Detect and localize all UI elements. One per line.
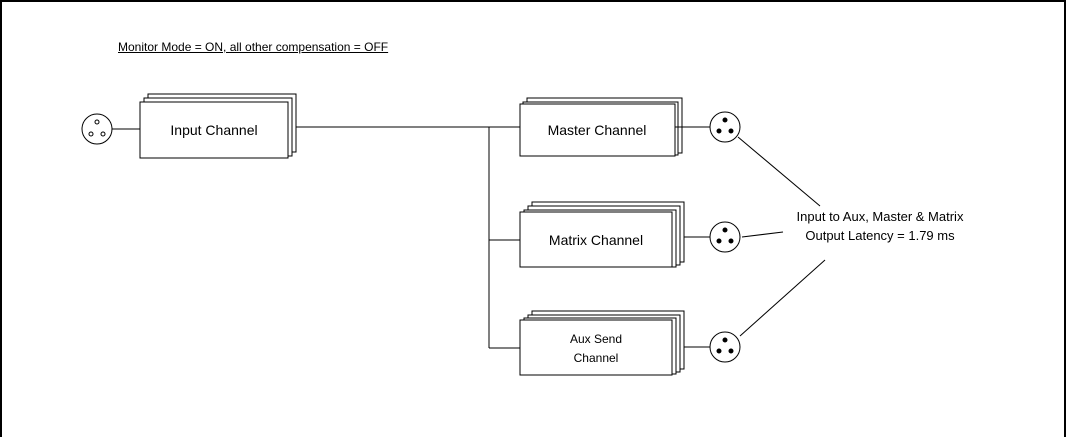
input-channel-label: Input Channel: [170, 122, 257, 138]
aux-output-connector-icon: [709, 331, 741, 363]
input-channel-block: [139, 93, 297, 159]
master-channel-block: [519, 97, 683, 157]
aux-send-label-line1: Aux Send: [570, 332, 622, 346]
latency-note-line2: Output Latency = 1.79 ms: [805, 228, 955, 243]
aux-send-channel-block: [519, 310, 685, 376]
matrix-channel-block: [519, 201, 685, 268]
matrix-channel-label: Matrix Channel: [549, 232, 643, 248]
diagram-title: Monitor Mode = ON, all other compensatio…: [118, 40, 389, 54]
note-leader-matrix: [741, 231, 784, 238]
master-output-connector-icon: [709, 111, 741, 143]
note-leader-master: [737, 136, 821, 207]
matrix-output-connector-icon: [709, 221, 741, 253]
input-connector-icon: [81, 113, 113, 145]
latency-note-line1: Input to Aux, Master & Matrix: [797, 209, 964, 224]
aux-send-label-line2: Channel: [574, 351, 619, 365]
master-channel-label: Master Channel: [548, 122, 647, 138]
note-leader-aux: [739, 259, 826, 337]
